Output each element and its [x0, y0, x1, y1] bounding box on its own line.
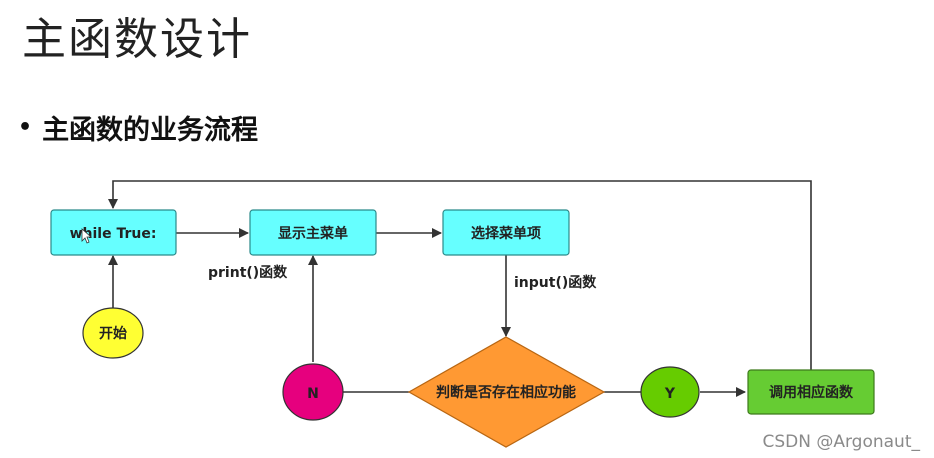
- node-decision: 判断是否存在相应功能: [407, 336, 606, 448]
- node-yes-label: Y: [664, 386, 676, 402]
- node-yes: Y: [640, 366, 700, 418]
- node-select-item: 选择菜单项: [442, 209, 570, 256]
- edge-call-loop-back: [108, 180, 812, 370]
- node-select-item-label: 选择菜单项: [471, 225, 541, 242]
- node-show-menu: 显示主菜单: [249, 209, 377, 256]
- bullet-dot-icon: •: [18, 115, 33, 140]
- node-decision-label: 判断是否存在相应功能: [436, 384, 576, 401]
- node-no: N: [282, 363, 344, 421]
- node-no-label: N: [307, 386, 319, 402]
- node-call-function: 调用相应函数: [747, 369, 875, 415]
- flow-edges: [108, 180, 812, 397]
- node-while-true: while True:: [50, 209, 177, 256]
- slide-title: 主函数设计: [22, 14, 252, 65]
- edge-label-print: print()函数: [208, 264, 288, 281]
- watermark: CSDN @Argonaut_: [762, 432, 920, 452]
- bullet-heading: • 主函数的业务流程: [18, 108, 258, 147]
- node-call-function-label: 调用相应函数: [769, 384, 854, 401]
- bullet-text: 主函数的业务流程: [42, 115, 259, 146]
- mouse-cursor-icon: [81, 228, 93, 244]
- node-show-menu-label: 显示主菜单: [278, 225, 348, 242]
- node-start: 开始: [82, 307, 144, 359]
- node-start-label: 开始: [99, 325, 127, 342]
- edge-label-input: input()函数: [514, 274, 597, 291]
- node-while-true-label: while True:: [70, 226, 157, 242]
